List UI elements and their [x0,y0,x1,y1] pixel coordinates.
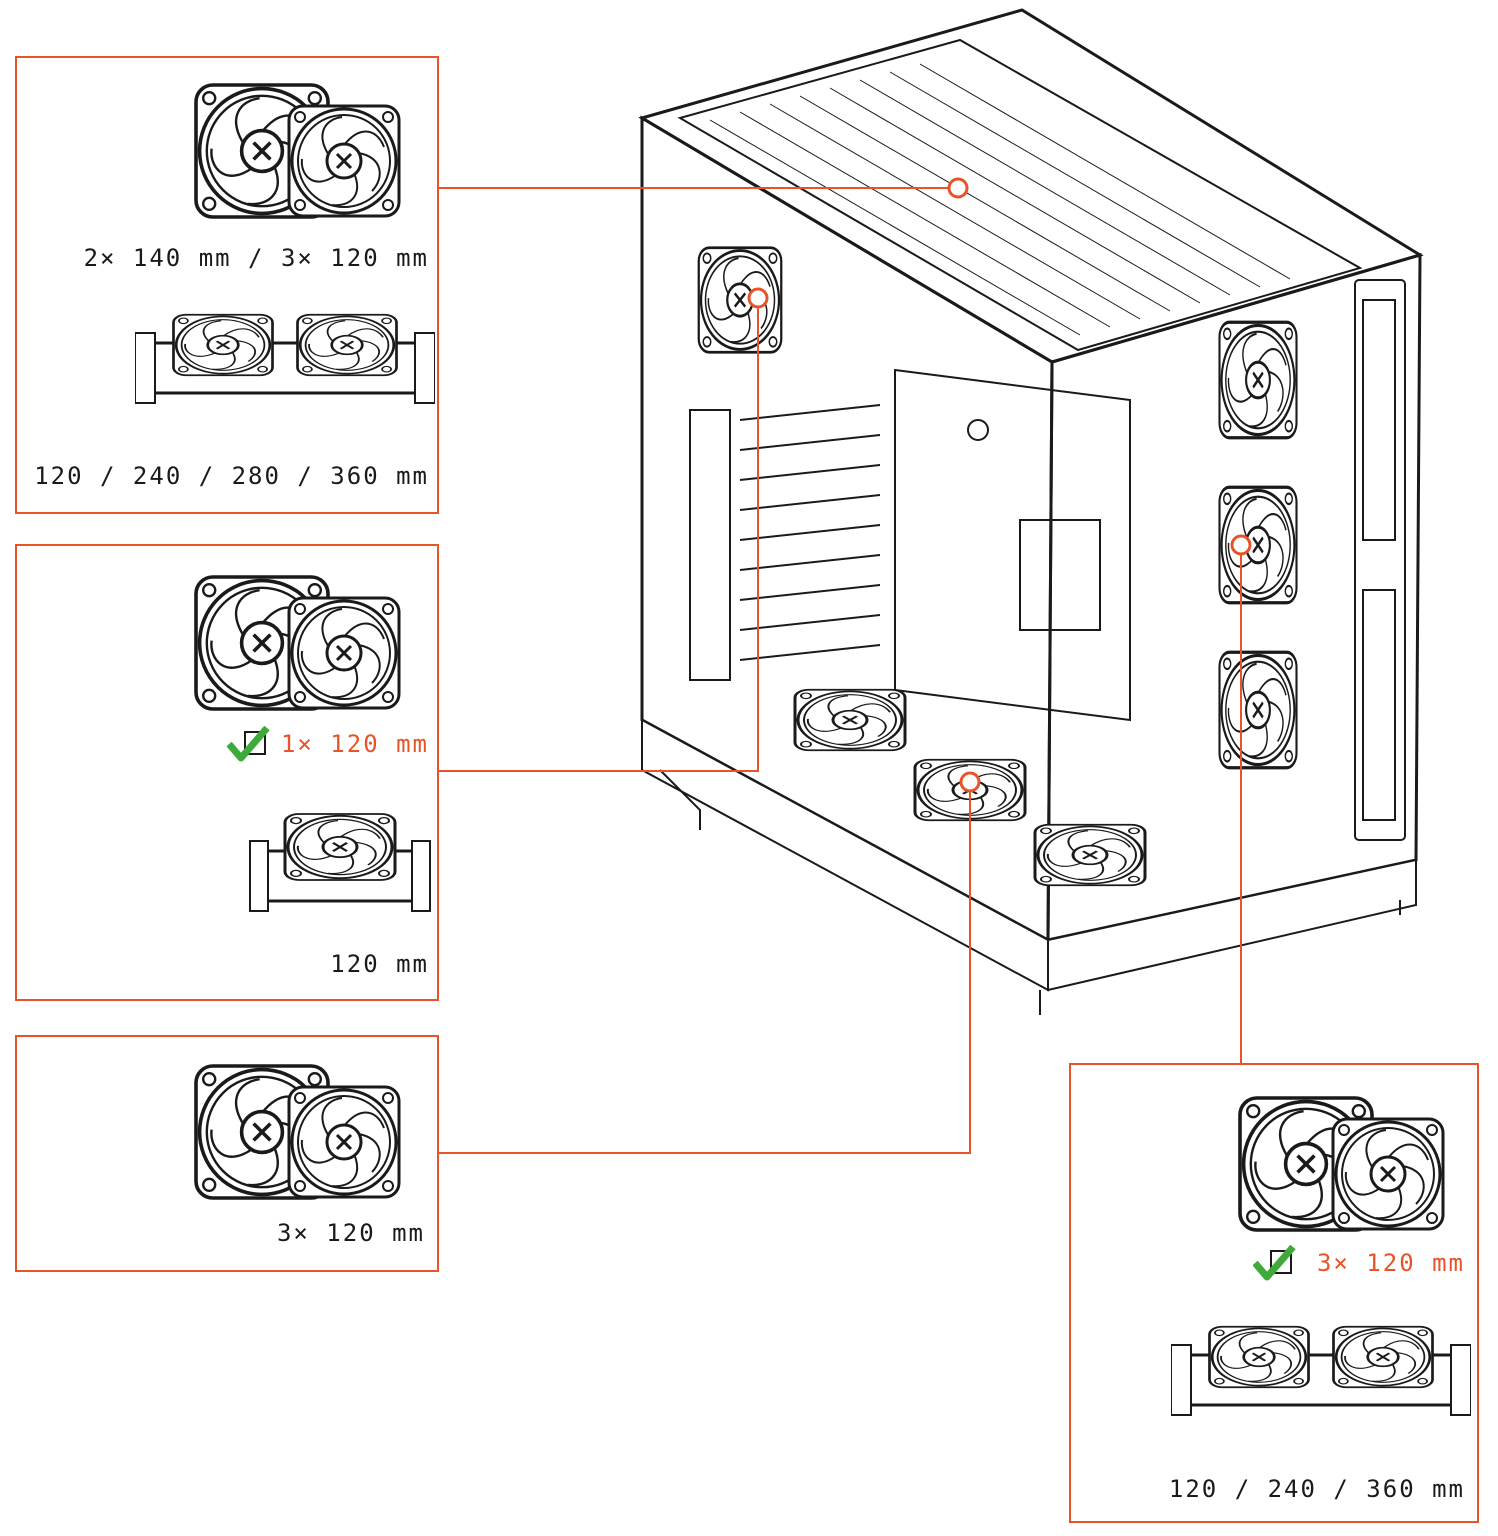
side-radiator-label: 120 / 240 / 360 mm [1168,1475,1465,1503]
bottom-fans-label: 3× 120 mm [276,1219,425,1247]
radiator-icon [1171,1315,1471,1435]
side-mount-panel: 3× 120 mm 120 / 240 / 360 mm [1069,1063,1479,1523]
radiator-icon [135,303,435,423]
mount-point-markers [747,177,1252,793]
fan-pair-icon [192,1057,422,1207]
fan-pair-icon [1236,1089,1466,1239]
pc-case-illustration [638,8,1424,1015]
rear-radiator-label: 120 mm [330,950,429,978]
top-radiator-label: 120 / 240 / 280 / 360 mm [34,462,429,490]
rear-fans-label: 1× 120 mm [280,730,429,758]
side-mount-marker [1230,534,1252,556]
top-mount-panel: 2× 140 mm / 3× 120 mm 120 / 240 / 280 / … [15,56,439,514]
bottom-mount-panel: 3× 120 mm [15,1035,439,1272]
check-icon [227,726,270,762]
fan-pair-icon [192,76,422,226]
top-mount-marker [947,177,969,199]
rear-mount-marker [747,287,769,309]
rear-mount-panel: 1× 120 mm 120 mm [15,544,439,1001]
connector-lines [438,187,1242,1154]
side-fans-label: 3× 120 mm [1316,1249,1465,1277]
fan-pair-icon [192,568,422,718]
radiator-icon [249,812,431,912]
check-icon [1253,1245,1296,1281]
bottom-mount-marker [959,771,981,793]
top-fans-label: 2× 140 mm / 3× 120 mm [83,244,429,272]
